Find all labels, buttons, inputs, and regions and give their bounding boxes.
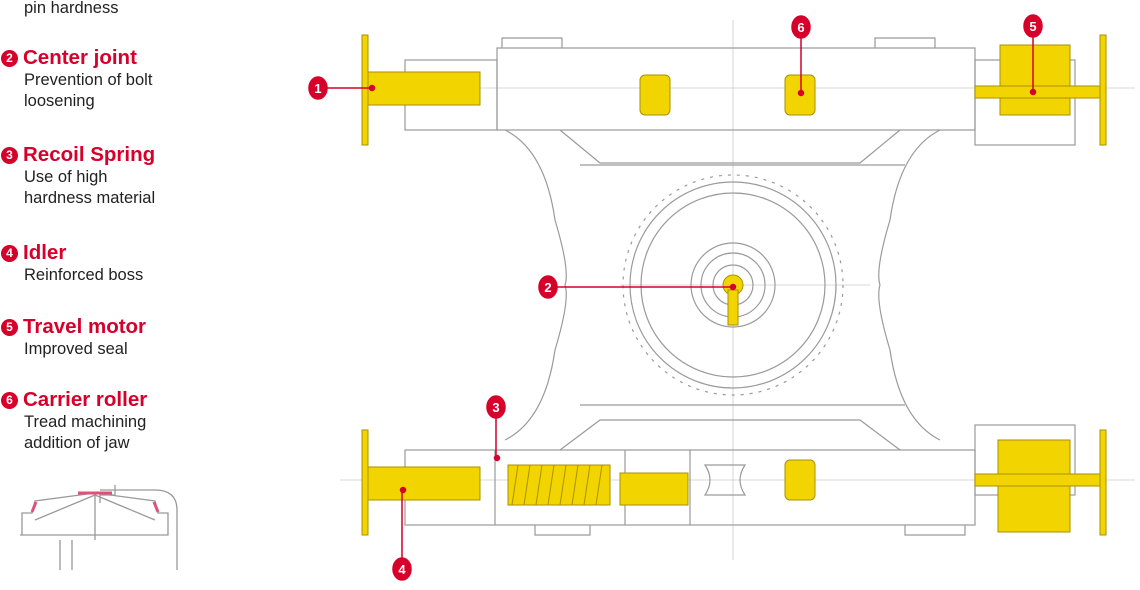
legend-title: Center joint (23, 46, 137, 69)
legend-item-center-joint: 2 Center joint Prevention of bolt looseni… (0, 46, 152, 112)
legend-item-recoil-spring: 3 Recoil Spring Use of high hardness mate… (0, 143, 155, 209)
track-pad (361, 34, 369, 146)
track-pad (361, 429, 369, 536)
carrier-roller (639, 74, 671, 116)
svg-text:6: 6 (797, 20, 804, 35)
legend-desc: Use of high (24, 168, 108, 186)
legend-desc: Prevention of bolt (24, 71, 153, 89)
marker-4: 4 (392, 557, 412, 581)
marker-2: 2 (538, 275, 558, 299)
travel-motor (999, 44, 1071, 116)
svg-text:1: 1 (314, 81, 321, 96)
marker-badge: 5 (1, 318, 18, 336)
callouts: 1 2 3 4 5 6 (308, 14, 1043, 581)
svg-text:5: 5 (1029, 19, 1036, 34)
legend-item-travel-motor: 5 Travel motor Improved seal (0, 315, 146, 360)
marker-5: 5 (1023, 14, 1043, 38)
marker-badge: 6 (1, 391, 18, 409)
recoil-spring (507, 464, 611, 506)
legend-title: Carrier roller (23, 388, 148, 411)
legend-title: Travel motor (23, 315, 147, 338)
legend-item-carrier-roller: 6 Carrier roller Tread machining addition… (0, 388, 147, 454)
idler (367, 466, 481, 501)
marker-6: 6 (791, 15, 811, 39)
carrier-roller (784, 459, 816, 501)
legend-desc: loosening (24, 92, 95, 110)
legend-desc: Tread machining (24, 413, 147, 431)
track-pin (367, 71, 481, 106)
legend-item-idler: 4 Idler Reinforced boss (0, 241, 143, 286)
legend-desc: Reinforced boss (24, 266, 144, 284)
legend-desc: hardness material (24, 189, 156, 207)
track-pad (1099, 34, 1107, 146)
marker-badge: 2 (1, 49, 18, 67)
svg-text:4: 4 (398, 562, 406, 577)
marker-3: 3 (486, 395, 506, 419)
track-pad (1099, 429, 1107, 536)
legend-title: Recoil Spring (23, 143, 156, 166)
marker-1: 1 (308, 76, 328, 100)
svg-text:2: 2 (544, 280, 551, 295)
legend-title: Idler (23, 241, 67, 264)
marker-badge: 3 (1, 146, 18, 164)
legend-desc: Improved seal (24, 340, 128, 358)
legend-desc: addition of jaw (24, 434, 130, 452)
legend-fragment: pin hardness (24, 0, 119, 17)
inset-roller-detail (20, 485, 178, 570)
svg-text:3: 3 (492, 400, 499, 415)
marker-badge: 4 (1, 244, 18, 262)
